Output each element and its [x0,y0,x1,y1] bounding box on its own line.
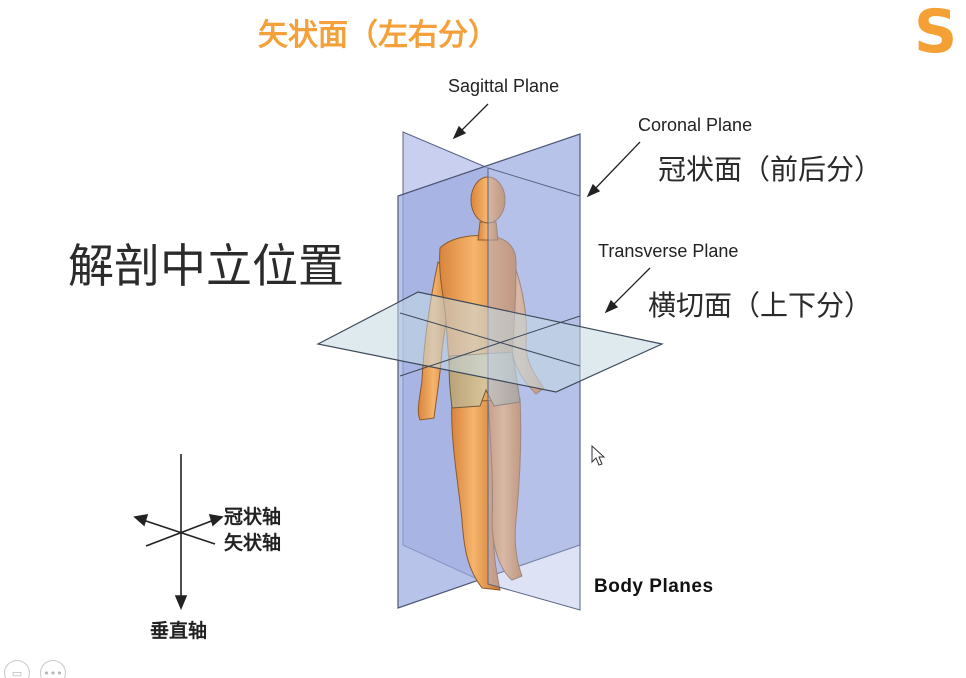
sagittal-plane-front [487,167,581,611]
coronal-plane-chinese-label: 冠状面（前后分） [658,153,883,186]
diagram-caption: Body Planes [594,576,714,597]
sagittal-plane-label: Sagittal Plane [448,76,560,96]
mouse-cursor-icon [591,444,606,466]
slide-title: 矢状面（左右分） [258,18,498,53]
coronal-plane-label: Coronal Plane [638,115,753,135]
transverse-plane-label: Transverse Plane [598,241,739,261]
coronal-axis-label: 冠状轴 [224,506,282,528]
transverse-plane [316,291,664,393]
sagittal-axis-label: 矢状轴 [224,532,282,554]
axis-diagram [133,454,224,611]
more-options-button[interactable]: ••• [40,660,66,678]
ellipsis-icon: ••• [43,667,63,678]
anatomical-position-text: 解剖中立位置 [68,239,344,293]
prev-slide-button[interactable]: ▭ [4,660,30,678]
corner-logo-icon: S [914,0,958,67]
transverse-plane-chinese-label: 横切面（上下分） [648,289,873,322]
label-leader-arrows [452,103,651,314]
slide-nav-icon: ▭ [11,667,23,678]
vertical-axis-label: 垂直轴 [150,620,208,642]
